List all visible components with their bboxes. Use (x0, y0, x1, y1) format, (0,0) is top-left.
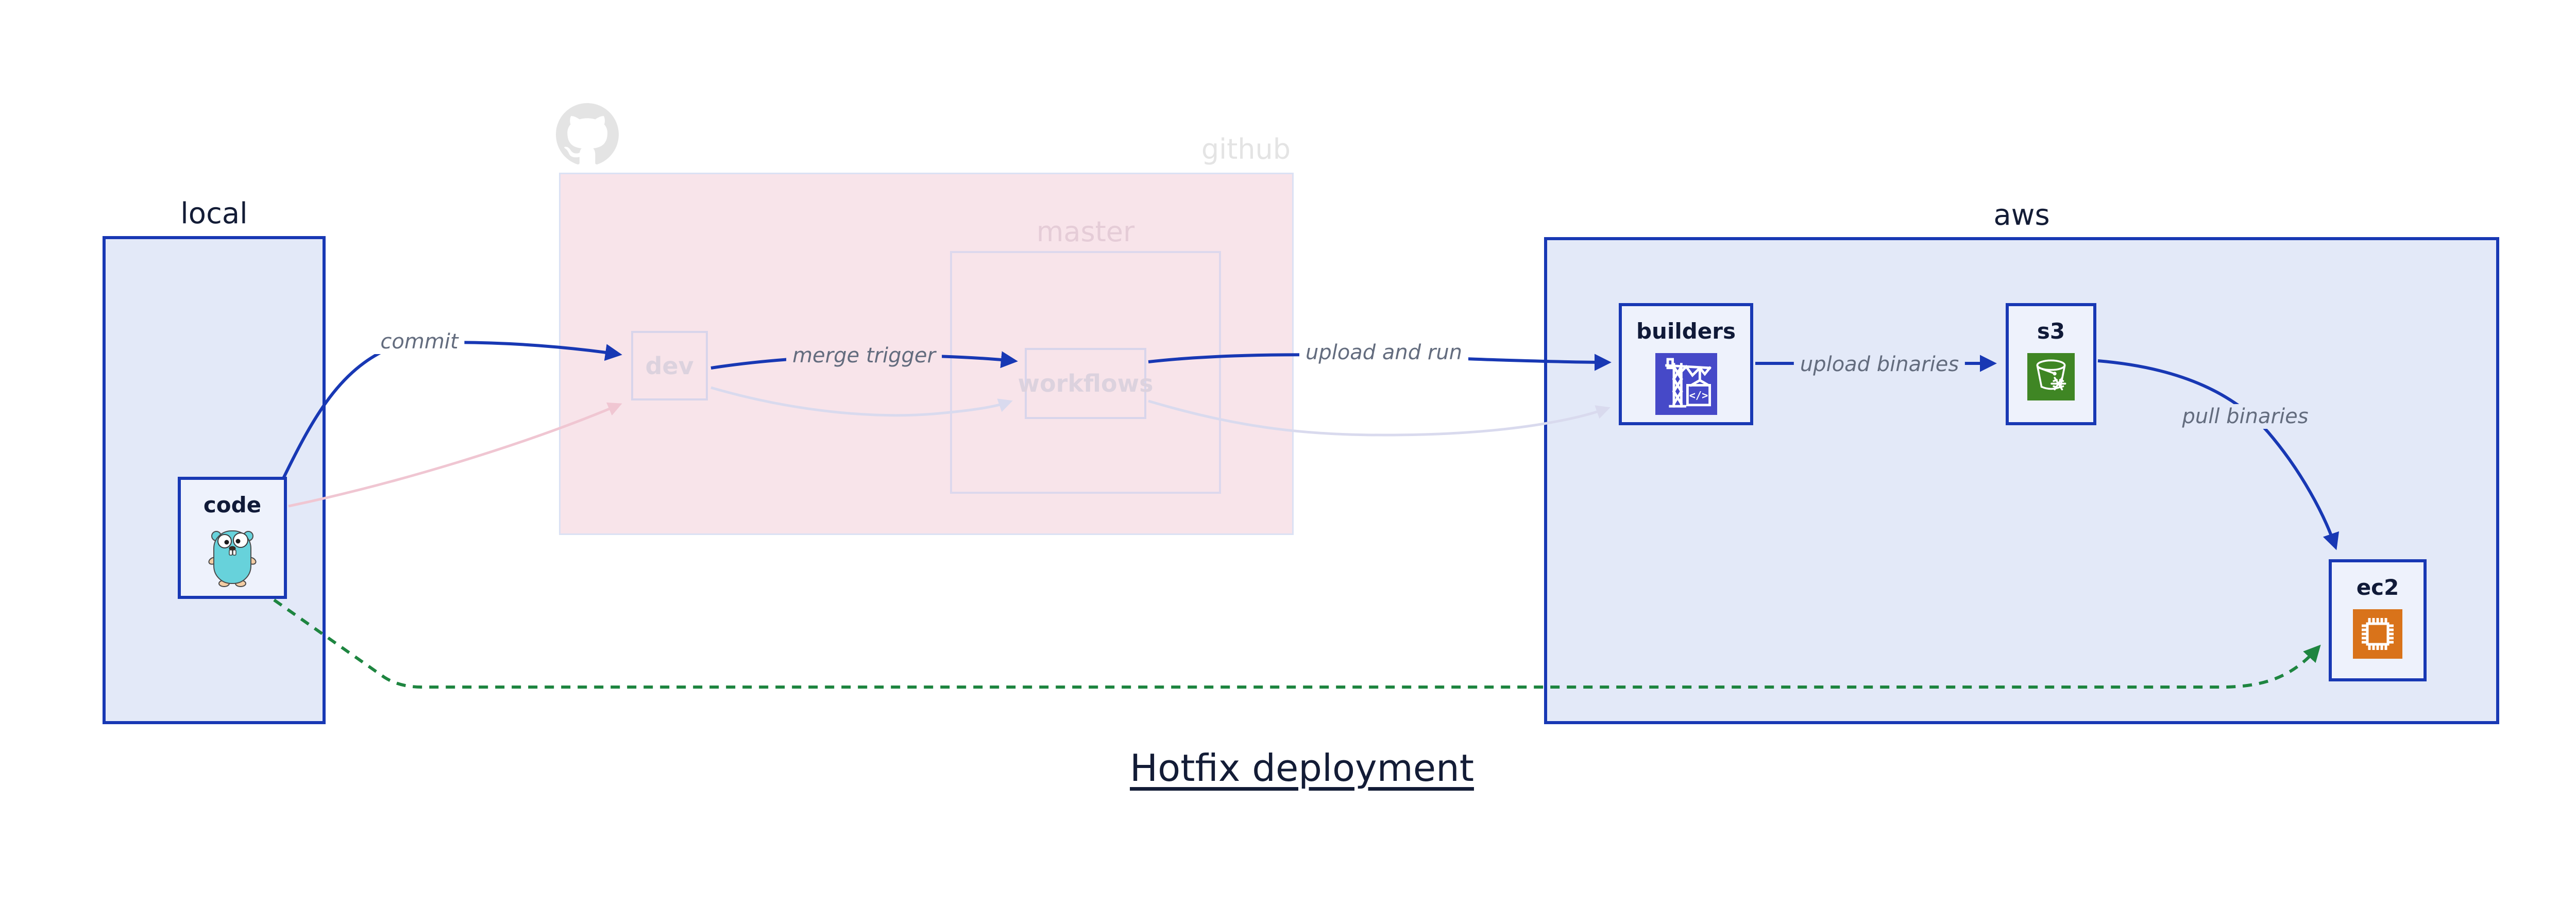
diagram-title: Hotfix deployment (1130, 746, 1474, 790)
node-workflows: workflows (1018, 348, 1153, 419)
node-code: code (178, 477, 287, 599)
codebuild-crane-icon: </> (1655, 353, 1717, 415)
github-octocat-icon (556, 103, 619, 164)
go-gopher-icon (207, 527, 258, 588)
edge-code-to-dev-faded (288, 402, 622, 508)
aws-container-label: aws (1993, 198, 2050, 232)
github-container-label: github (1201, 133, 1291, 165)
edge-label-upload-and-run: upload and run (1299, 340, 1469, 365)
node-s3: s3 (2006, 303, 2096, 425)
node-code-label: code (203, 492, 262, 517)
node-builders: builders </> (1619, 303, 1753, 425)
node-s3-label: s3 (2037, 319, 2065, 344)
edge-pull-binaries (2097, 359, 2340, 550)
local-container-label: local (180, 197, 248, 230)
edge-dev-to-workflows-faded (710, 386, 1013, 417)
edge-label-pull-binaries: pull binaries (2176, 404, 2315, 429)
node-builders-label: builders (1636, 319, 1736, 344)
master-container-label: master (1036, 215, 1135, 248)
node-ec2: ec2 (2329, 559, 2427, 681)
node-dev-label: dev (645, 352, 694, 380)
edge-commit (281, 341, 622, 481)
node-workflows-label: workflows (1018, 370, 1154, 397)
edge-workflows-to-builders-faded (1148, 399, 1611, 437)
edge-hotfix-path (273, 598, 2321, 689)
ec2-chip-icon (2353, 609, 2402, 659)
node-ec2-label: ec2 (2356, 575, 2399, 600)
edge-label-commit: commit (374, 329, 465, 354)
s3-glacier-bucket-icon (2027, 353, 2075, 400)
edge-label-merge-trigger: merge trigger (786, 343, 942, 368)
codebuild-icon-text: </> (1689, 389, 1708, 402)
node-dev: dev (631, 331, 708, 400)
edge-label-upload-binaries: upload binaries (1793, 352, 1965, 377)
